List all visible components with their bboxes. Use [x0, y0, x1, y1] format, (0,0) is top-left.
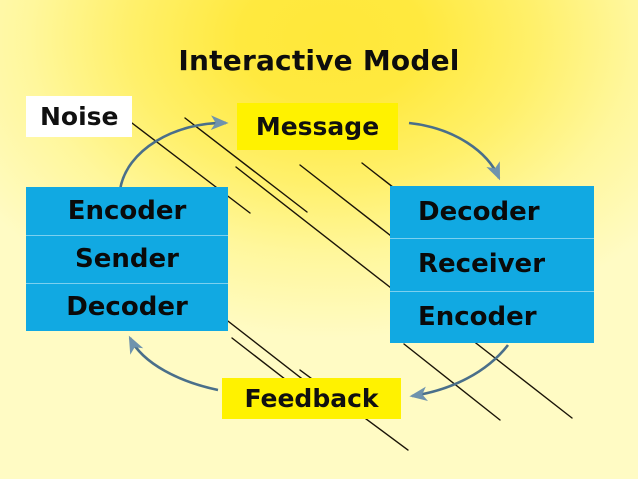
noise-label: Noise	[26, 96, 132, 137]
receiver-node-row-receiver: Receiver	[390, 238, 594, 290]
receiver-node: Decoder Receiver Encoder	[390, 186, 594, 343]
sender-node-row-decoder: Decoder	[26, 283, 228, 331]
arrow-receiver-to-feedback	[409, 344, 510, 401]
noise-line	[471, 339, 573, 419]
noise-line	[403, 343, 501, 421]
arrow-message-to-receiver	[408, 121, 501, 181]
receiver-node-row-decoder: Decoder	[418, 197, 540, 228]
feedback-label: Feedback	[222, 378, 401, 419]
receiver-node-row-encoder: Encoder	[390, 290, 594, 343]
arrow-feedback-to-sender	[128, 335, 219, 392]
message-label: Message	[237, 103, 398, 150]
page-title: Interactive Model	[178, 44, 460, 77]
sender-node-row-sender: Sender	[26, 235, 228, 283]
noise-line	[235, 166, 401, 296]
arrow-sender-to-message	[118, 115, 229, 191]
sender-node: Encoder Sender Decoder	[26, 187, 228, 331]
sender-node-row-encoder: Encoder	[67, 196, 187, 226]
